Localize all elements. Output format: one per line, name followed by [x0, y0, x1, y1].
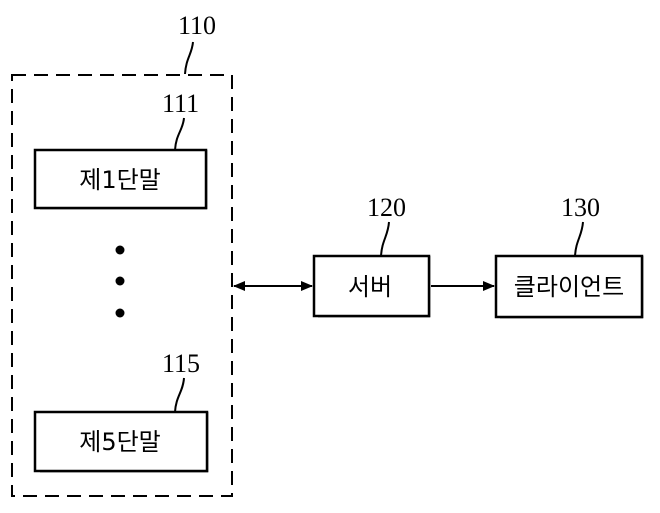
ellipsis-dot-2: [115, 276, 125, 286]
terminal-group-dashed-border: [11, 74, 233, 497]
server: 120 서버: [312, 193, 431, 318]
ellipsis-dots: [115, 245, 125, 318]
client: 130 클라이언트: [494, 193, 644, 319]
terminal-5: 115 제5단말: [33, 349, 209, 473]
ellipsis-dot-1: [115, 245, 125, 255]
client-ref-label: 130: [561, 193, 600, 222]
client-box: [494, 254, 644, 319]
terminal-1-box: [33, 148, 208, 210]
terminal-1-leader-line: [174, 117, 185, 151]
terminal-5-label: 제5단말: [79, 428, 161, 456]
terminal-group: 110: [11, 11, 233, 497]
terminal-1-label: 제1단말: [79, 166, 161, 194]
terminal-5-ref-label: 115: [162, 349, 200, 378]
terminal-group-leader-line: [184, 41, 194, 75]
terminal-1-ref-label: 111: [162, 89, 199, 118]
server-label: 서버: [348, 273, 392, 301]
terminal-5-box: [33, 410, 209, 473]
ellipsis-dot-3: [115, 308, 125, 318]
terminal-group-ref-label: 110: [178, 11, 216, 40]
server-ref-label: 120: [367, 193, 406, 222]
client-leader-line: [574, 221, 584, 257]
terminal-1: 111 제1단말: [33, 89, 208, 210]
server-box: [312, 254, 431, 318]
client-label: 클라이언트: [514, 273, 624, 301]
server-leader-line: [380, 221, 390, 257]
terminal-5-leader-line: [174, 377, 185, 413]
